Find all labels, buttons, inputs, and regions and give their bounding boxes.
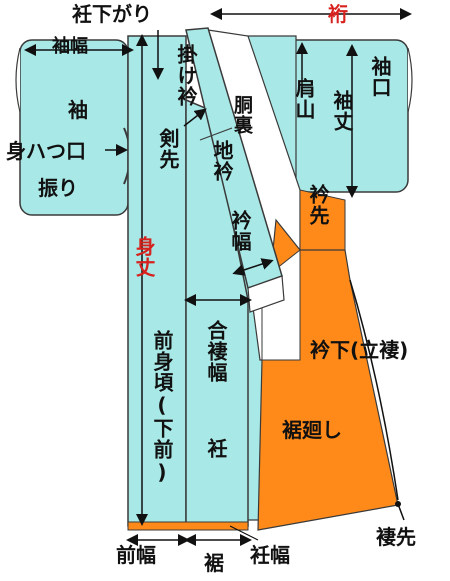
mae-haba-label: 前幅 [116,543,156,567]
left-sleeve-edge [15,47,21,113]
eri-saki-label: 衿先 [306,184,330,226]
dou-ura-label: 胴裏 [231,95,253,135]
sode-take-label: 袖丈 [330,90,354,132]
mi-take-label: 身丈 [132,236,156,278]
kake-eri-label: 掛け衿 [174,44,198,107]
ken-saki-label: 剣先 [156,128,180,170]
okumi-sagari-label: 衽下がり [72,2,152,26]
eri-shita-curve [349,279,399,501]
mi-yatsuguchi-label: 身ハつ口 [6,139,86,163]
ai-tsuma-haba-label: 合褄幅 [204,320,228,383]
yuki-label: 裄 [328,2,348,26]
tsuma-saki-arrow [397,503,405,521]
ken-saki-arrow [183,108,207,127]
ji-eri-label: 地衿 [210,140,234,182]
okumi-haba-label: 衽幅 [250,543,290,567]
hem-strip [127,521,249,531]
eri-haba-dimension [232,258,274,276]
suso-arrow [229,525,259,541]
kata-yama-label: 肩山 [292,78,316,120]
eri-haba-label: 衿幅 [228,210,252,252]
furi-label: 振り [38,176,78,200]
sode-haba-label: 袖幅 [52,36,88,57]
right-sleeve-edge [407,47,413,113]
okumi-label: 衽 [204,438,228,459]
suso-mawashi-label: 裾廻し [282,418,342,442]
tsuma-saki-label: 褄先 [376,525,416,549]
mae-migoro-label: 前身頃(下前) [150,330,174,485]
suso-label: 裾 [204,551,224,575]
sode-label: 袖 [68,98,88,122]
collar-division [199,127,233,141]
sode-guchi-label: 袖口 [368,56,392,98]
eri-shita-label: 衿下(立褄) [310,338,409,362]
